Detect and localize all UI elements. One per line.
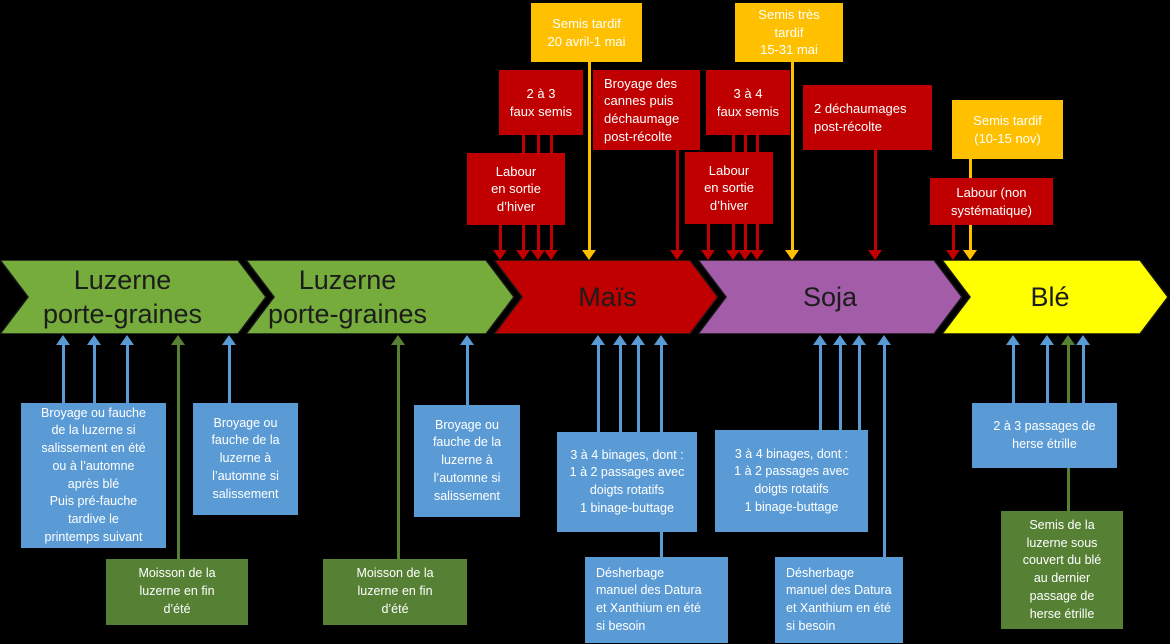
arrow-up-blue	[813, 335, 827, 430]
arrow-up-blue	[460, 335, 474, 405]
arrow-up-blue	[852, 335, 866, 430]
arrow-up-blue	[613, 335, 627, 432]
box-broyage-luzerne-3: Broyage ou fauche de la luzerne à l’auto…	[414, 405, 520, 517]
box-herse-etrille-ble: 2 à 3 passages de herse étrille	[972, 403, 1117, 468]
box-broyage-luzerne-1: Broyage ou fauche de la luzerne si salis…	[21, 403, 166, 548]
arrow-up-blue	[120, 335, 134, 403]
arrow-down-red	[868, 150, 882, 260]
box-semis-tres-tardif-soja: Semis très tardif 15-31 mai	[735, 3, 843, 62]
chevron-label-luzerne-2: Luzerne porte-graines	[267, 265, 428, 329]
chevron-ble	[941, 260, 1169, 334]
box-desherbage-mais: Désherbage manuel des Datura et Xanthium…	[585, 557, 728, 643]
box-binages-mais: 3 à 4 binages, dont : 1 à 2 passages ave…	[557, 432, 697, 532]
arrow-up-blue	[56, 335, 70, 403]
arrow-down-red	[670, 150, 684, 260]
arrow-up-blue	[631, 335, 645, 432]
chevron-soja	[697, 260, 963, 334]
arrow-up-blue	[877, 335, 891, 557]
box-moisson-luzerne-2: Moisson de la luzerne en fin d’été	[323, 559, 467, 625]
box-binages-soja: 3 à 4 binages, dont : 1 à 2 passages ave…	[715, 430, 868, 532]
chevron-label-ble: Blé	[1030, 282, 1070, 312]
arrow-up-green	[391, 335, 405, 559]
box-dechaumages-soja: 2 déchaumages post-récolte	[803, 85, 932, 150]
chevron-luzerne-1	[0, 260, 267, 334]
arrow-up-blue	[1076, 335, 1090, 403]
chevron-label-soja: Soja	[802, 282, 858, 312]
arrow-up-blue	[591, 335, 605, 432]
box-moisson-luzerne-1: Moisson de la luzerne en fin d’été	[106, 559, 248, 625]
box-semis-luzerne-couvert: Semis de la luzerne sous couvert du blé …	[1001, 511, 1123, 629]
box-labour-mais: Labour en sortie d’hiver	[467, 153, 565, 225]
arrow-up-blue	[1006, 335, 1020, 403]
arrow-down-orange	[785, 62, 799, 260]
arrow-up-green	[171, 335, 185, 559]
arrow-up-blue	[833, 335, 847, 430]
box-faux-semis-soja: 3 à 4 faux semis	[706, 70, 790, 135]
arrow-down-orange	[582, 62, 596, 260]
chevron-label-luzerne-1: Luzerne porte-graines	[42, 265, 203, 329]
chevron-label-mais: Maïs	[578, 282, 637, 312]
box-labour-ble: Labour (non systématique)	[930, 178, 1053, 225]
box-semis-tardif-mais: Semis tardif 20 avril-1 mai	[531, 3, 642, 62]
arrow-down-red	[946, 225, 960, 260]
box-broyage-luzerne-2: Broyage ou fauche de la luzerne à l’auto…	[193, 403, 298, 515]
box-desherbage-soja: Désherbage manuel des Datura et Xanthium…	[775, 557, 903, 643]
box-labour-soja: Labour en sortie d’hiver	[685, 152, 773, 224]
arrow-up-blue	[87, 335, 101, 403]
arrow-up-blue	[222, 335, 236, 403]
chevron-luzerne-2	[245, 260, 515, 334]
box-broyage-cannes: Broyage des cannes puis déchaumage post-…	[593, 70, 700, 150]
crop-sequence-band	[0, 260, 1169, 334]
box-faux-semis-mais: 2 à 3 faux semis	[499, 70, 583, 135]
chevron-mais	[493, 260, 719, 334]
box-semis-tardif-ble: Semis tardif (10-15 nov)	[952, 100, 1063, 159]
arrow-up-blue	[1040, 335, 1054, 403]
